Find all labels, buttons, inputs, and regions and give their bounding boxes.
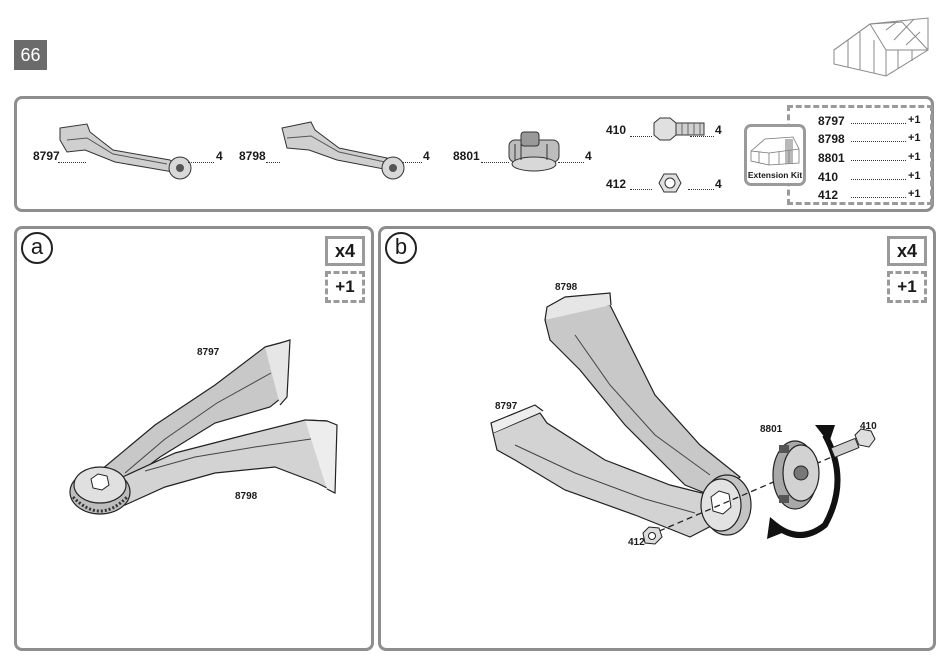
- part-8797-leader: [58, 162, 86, 163]
- extension-kit-row: 410 +1: [818, 170, 918, 184]
- extension-kit-part-qty: +1: [908, 151, 921, 163]
- step-a-quantity: x4: [325, 236, 365, 266]
- step-b-letter: b: [385, 232, 417, 264]
- step-b-label-8797: 8797: [495, 401, 517, 412]
- part-8797-image: [55, 120, 205, 190]
- extension-kit-greenhouse-icon: [747, 131, 803, 167]
- step-b-label-8801: 8801: [760, 424, 782, 435]
- extension-kit-part-number: 412: [818, 188, 838, 202]
- extension-kit-leader: [851, 179, 906, 180]
- extension-kit-part-qty: +1: [908, 170, 921, 182]
- part-410-leader: [630, 136, 652, 137]
- extension-kit-leader: [851, 160, 906, 161]
- step-b-exploded-assembly-illustration: [485, 285, 905, 565]
- extension-kit-list: 8797 +1 8798 +1 8801 +1 410 +1 412 +1: [787, 105, 933, 205]
- extension-kit-leader: [851, 123, 906, 124]
- extension-kit-part-number: 8798: [818, 132, 845, 146]
- part-410-bolt-image: [650, 115, 710, 145]
- part-410-qty: 4: [715, 123, 722, 137]
- step-a-arm-assembly-illustration: [65, 335, 365, 535]
- step-b-label-412: 412: [628, 537, 645, 548]
- extension-kit-row: 412 +1: [818, 188, 918, 202]
- part-8798-number: 8798: [239, 149, 266, 163]
- part-8801-number: 8801: [453, 149, 480, 163]
- greenhouse-thumbnail-icon: [828, 10, 938, 82]
- extension-kit-part-qty: +1: [908, 114, 921, 126]
- step-a-label-8797: 8797: [197, 347, 219, 358]
- extension-kit-label: Extension Kit: [747, 170, 803, 180]
- part-8798-qty-leader: [402, 162, 422, 163]
- part-8798-image: [277, 118, 427, 188]
- part-8801-qty-leader: [558, 162, 584, 163]
- extension-kit-row: 8798 +1: [818, 132, 918, 146]
- part-412-qty: 4: [715, 177, 722, 191]
- part-8801-image: [503, 130, 563, 180]
- part-8797-qty: 4: [216, 149, 223, 163]
- extension-kit-part-number: 410: [818, 170, 838, 184]
- part-8801-qty: 4: [585, 149, 592, 163]
- step-b-label-410: 410: [860, 421, 877, 432]
- step-b-quantity: x4: [887, 236, 927, 266]
- extension-kit-part-qty: +1: [908, 132, 921, 144]
- part-8797-number: 8797: [33, 149, 60, 163]
- part-412-leader: [630, 189, 652, 190]
- part-410-number: 410: [606, 123, 626, 137]
- step-a-label-8798: 8798: [235, 491, 257, 502]
- step-a-letter: a: [21, 232, 53, 264]
- extension-kit-badge: Extension Kit: [744, 124, 806, 186]
- part-8798-qty: 4: [423, 149, 430, 163]
- part-8798-leader: [266, 162, 280, 163]
- extension-kit-leader: [851, 197, 906, 198]
- part-8801-leader: [481, 162, 509, 163]
- step-a-extension-quantity: +1: [325, 271, 365, 303]
- extension-kit-leader: [851, 141, 906, 142]
- extension-kit-part-number: 8801: [818, 151, 845, 165]
- extension-kit-part-qty: +1: [908, 188, 921, 200]
- part-412-qty-leader: [688, 189, 714, 190]
- part-412-number: 412: [606, 177, 626, 191]
- step-b-label-8798: 8798: [555, 282, 577, 293]
- extension-kit-row: 8797 +1: [818, 114, 918, 128]
- extension-kit-part-number: 8797: [818, 114, 845, 128]
- part-8797-qty-leader: [188, 162, 214, 163]
- part-412-nut-image: [655, 170, 685, 196]
- part-410-qty-leader: [690, 136, 714, 137]
- extension-kit-row: 8801 +1: [818, 151, 918, 165]
- page-number: 66: [14, 40, 47, 70]
